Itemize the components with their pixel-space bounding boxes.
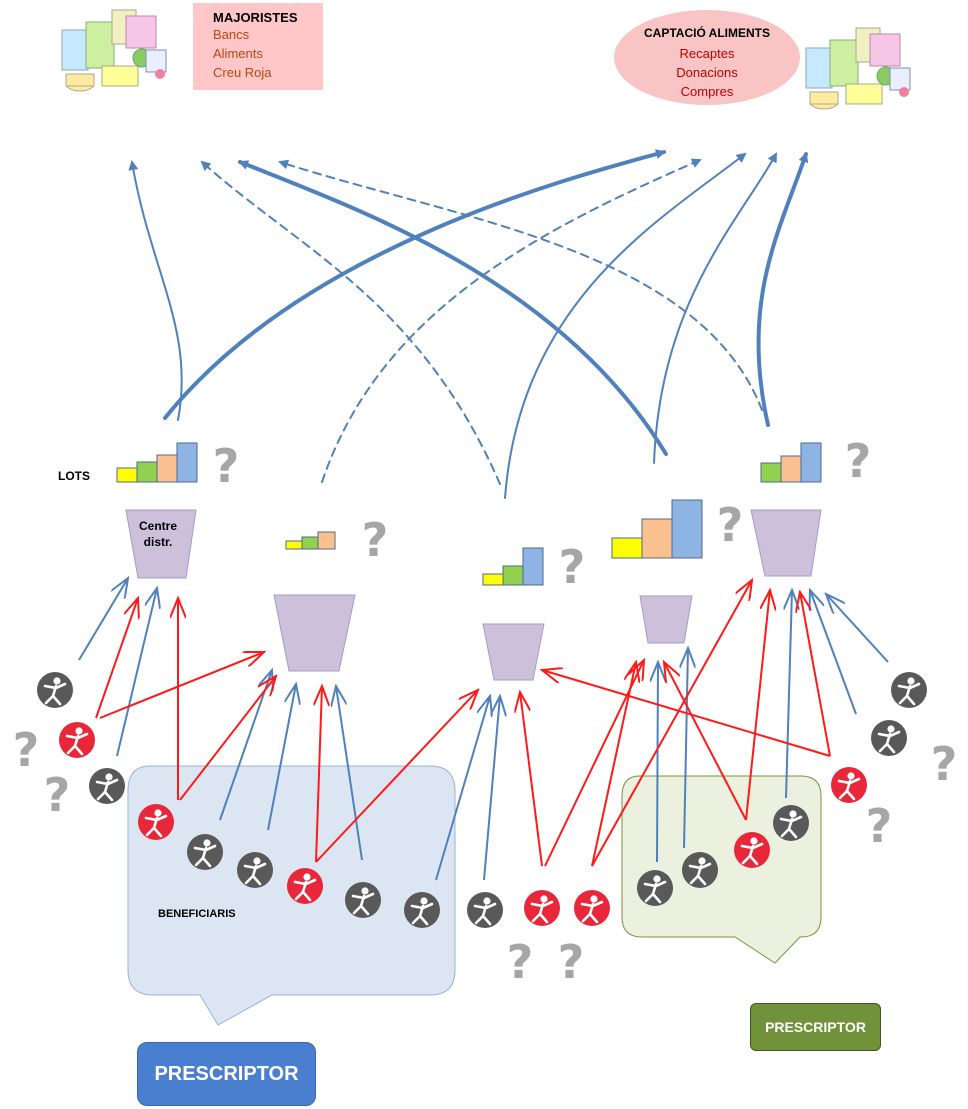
person-icon	[572, 888, 612, 928]
question-mark-icon: ?	[931, 737, 958, 791]
person-icon	[680, 850, 720, 890]
bar-steps-icon	[482, 547, 544, 586]
person-icon	[87, 766, 127, 806]
person-icon	[285, 866, 325, 906]
question-mark-icon: ?	[558, 935, 585, 989]
food-stock-icon	[805, 27, 911, 110]
captacio-item: Donacions	[676, 65, 738, 80]
person-icon	[889, 670, 929, 710]
majoristes-item: Aliments	[213, 46, 263, 61]
beneficiaris-label: BENEFICIARIS	[158, 908, 236, 920]
person-icon	[235, 850, 275, 890]
funnel-icon	[125, 509, 822, 681]
person-icon	[732, 830, 772, 870]
centre-line-2: distr.	[143, 535, 173, 549]
majoristes-item: Creu Roja	[213, 65, 272, 80]
person-icon	[522, 888, 562, 928]
captacio-ellipse	[614, 10, 800, 105]
person-icon	[57, 720, 97, 760]
prescriptor-right-box: PRESCRIPTOR	[750, 1003, 881, 1051]
majoristes-item: Bancs	[213, 27, 250, 42]
question-mark-icon: ?	[559, 540, 586, 594]
question-mark-icon: ?	[362, 513, 389, 567]
question-mark-icon: ?	[507, 935, 534, 989]
lots-label: LOTS	[58, 469, 90, 483]
person-icon	[136, 802, 176, 842]
bar-steps-icon	[116, 442, 198, 483]
captacio-item: Recaptes	[679, 46, 735, 61]
bar-steps-icon	[760, 442, 822, 483]
question-marks: ? ? ? ? ? ? ? ? ? ? ?	[13, 434, 958, 989]
beneficiary-red-arrows	[95, 580, 831, 867]
person-icon	[343, 880, 383, 920]
person-icon	[635, 868, 675, 908]
majoristes-box	[193, 3, 323, 90]
bar-steps-icon	[285, 531, 336, 550]
question-mark-icon: ?	[44, 768, 71, 822]
centre-distr-label: Centre distr.	[128, 518, 188, 550]
question-mark-icon: ?	[13, 723, 40, 777]
question-mark-icon: ?	[213, 439, 240, 493]
bubble-prescriptor-right	[621, 775, 822, 964]
captacio-item: Compres	[680, 84, 734, 99]
question-mark-icon: ?	[845, 434, 872, 488]
person-icon	[869, 718, 909, 758]
prescriptor-left-box: PRESCRIPTOR	[137, 1042, 316, 1106]
captacio-title: CAPTACIÓ ALIMENTS	[644, 26, 770, 40]
person-icon	[829, 765, 869, 805]
person-icon	[402, 890, 442, 930]
question-mark-icon: ?	[717, 498, 744, 552]
person-icon	[35, 670, 75, 710]
person-icon	[771, 803, 811, 843]
question-mark-icon: ?	[866, 799, 893, 853]
beneficiary-blue-arrows	[78, 578, 889, 881]
bar-steps-icon	[611, 499, 703, 559]
supply-arrows	[128, 149, 809, 499]
food-stock-icon	[61, 9, 167, 92]
person-icon	[465, 890, 505, 930]
person-icon	[185, 832, 225, 872]
majoristes-title: MAJORISTES	[213, 10, 298, 25]
centre-line-1: Centre	[138, 519, 177, 533]
